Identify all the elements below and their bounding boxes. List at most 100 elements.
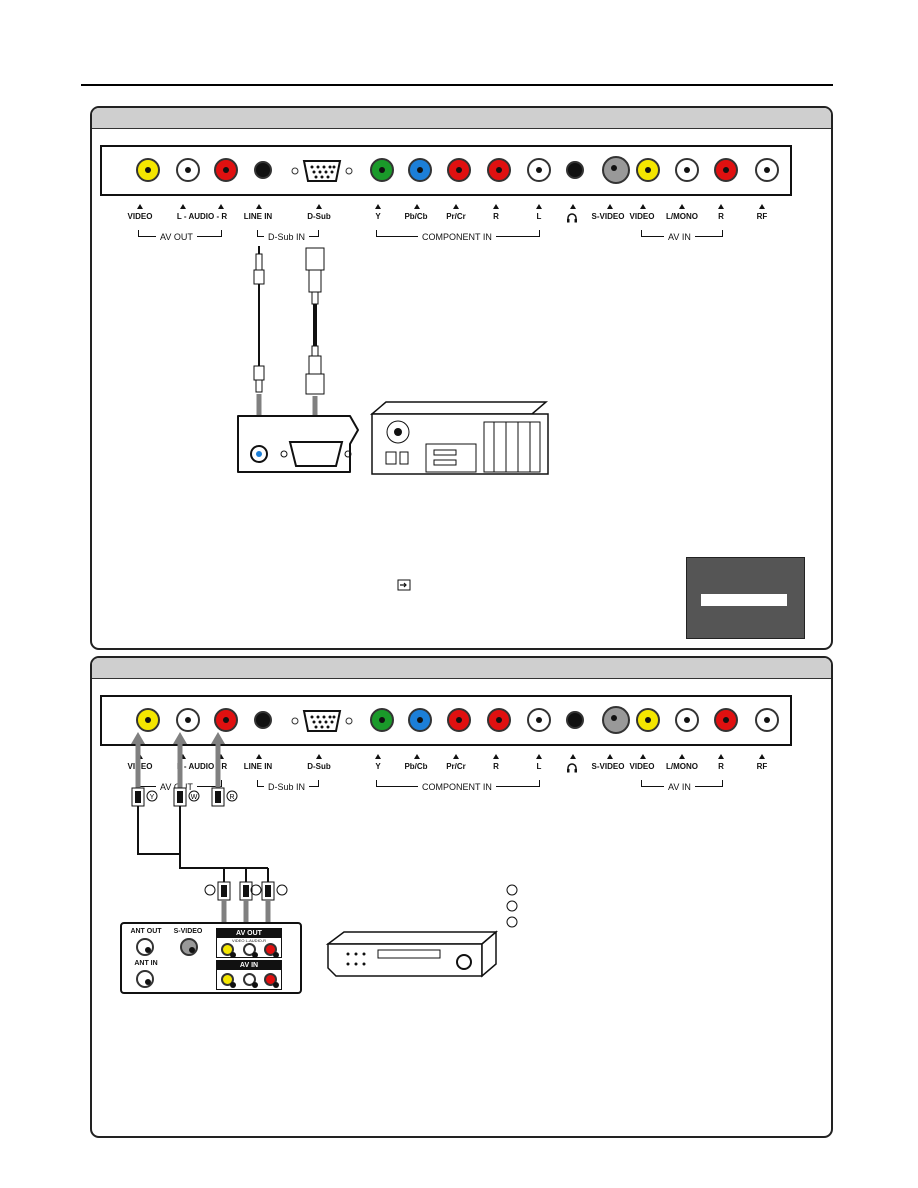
label-l: L	[536, 212, 542, 221]
group-component-in: COMPONENT IN	[418, 782, 496, 792]
label-pb: Pb/Cb	[404, 762, 428, 771]
label-video-out: VIDEO	[127, 212, 153, 221]
connector-strip	[100, 145, 792, 196]
group-dsub-in: D-Sub IN	[264, 232, 310, 242]
label-pb: Pb/Cb	[404, 212, 428, 221]
pc-connection-diagram	[237, 246, 549, 475]
label-dsub: D-Sub	[307, 762, 331, 771]
mark-y: Y	[150, 794, 155, 801]
pc-connection-panel: VIDEO L - AUDIO - R LINE IN D-Sub Y Pb/C…	[90, 106, 833, 650]
ant-out-jack	[136, 938, 154, 956]
group-av-out: AV OUT	[156, 232, 197, 242]
panel-header	[92, 108, 831, 129]
dsub-port-icon	[291, 710, 353, 732]
label-l-mono: L/MONO	[666, 762, 698, 771]
label-audio-out: L - AUDIO - R	[176, 212, 228, 221]
component-pb-jack	[408, 708, 432, 732]
jack-labels: VIDEO L - AUDIO - R LINE IN D-Sub Y Pb/C…	[92, 204, 831, 244]
rf-jack	[755, 158, 779, 182]
audio-r-in-jack	[714, 708, 738, 732]
dsub-port-icon	[291, 160, 353, 182]
label-pr: Pr/Cr	[446, 762, 466, 771]
label-r: R	[493, 212, 499, 221]
s-video-jack	[602, 706, 630, 734]
audio-r-out-jack	[214, 158, 238, 182]
label-line-in: LINE IN	[243, 212, 273, 221]
component-audio-l-jack	[527, 708, 551, 732]
label-s-video: S-VIDEO	[591, 212, 625, 221]
label-r: R	[493, 762, 499, 771]
av-out-block: AV OUT VIDEO L-AUDIO-R	[216, 928, 282, 958]
audio-l-out-jack	[176, 708, 200, 732]
panel-header	[92, 658, 831, 679]
s-video-label: S-VIDEO	[173, 928, 203, 935]
group-dsub-in: D-Sub IN	[264, 782, 310, 792]
label-l: L	[536, 762, 542, 771]
dvd-audio-l-jack	[243, 943, 258, 958]
headphone-icon	[567, 213, 577, 223]
audio-l-in-jack	[675, 708, 699, 732]
av-in-block-label: AV IN	[217, 961, 281, 970]
group-component-in: COMPONENT IN	[418, 232, 496, 242]
dvd-audio-r-jack	[264, 943, 279, 958]
ant-in-label: ANT IN	[134, 960, 158, 967]
input-source-icon	[397, 579, 411, 591]
label-rf: RF	[756, 212, 768, 221]
dvd-audio-l-in-jack	[243, 973, 258, 988]
label-y: Y	[375, 212, 381, 221]
group-av-in: AV IN	[664, 232, 695, 242]
audio-r-in-jack	[714, 158, 738, 182]
group-av-in: AV IN	[664, 782, 695, 792]
label-r-in: R	[718, 762, 724, 771]
video-out-jack	[136, 708, 160, 732]
s-video-out-jack	[180, 938, 198, 956]
label-audio-out: L - AUDIO - R	[176, 762, 228, 771]
label-dsub: D-Sub	[307, 212, 331, 221]
label-y: Y	[375, 762, 381, 771]
audio-r-out-jack	[214, 708, 238, 732]
label-video-in: VIDEO	[629, 762, 655, 771]
group-av-out: AV OUT	[156, 782, 197, 792]
component-pr-jack	[447, 708, 471, 732]
component-y-jack	[370, 708, 394, 732]
ant-out-label: ANT OUT	[130, 928, 162, 935]
label-rf: RF	[756, 762, 768, 771]
component-pr-jack	[447, 158, 471, 182]
headphone-jack	[566, 711, 584, 729]
top-rule	[81, 84, 833, 86]
jack-labels: VIDEO L - AUDIO - R LINE IN D-Sub Y Pb/C…	[92, 754, 831, 794]
source-highlight-bar	[701, 594, 787, 606]
video-in-jack	[636, 708, 660, 732]
component-pb-jack	[408, 158, 432, 182]
video-in-jack	[636, 158, 660, 182]
av-in-block: AV IN	[216, 960, 282, 990]
component-audio-r-jack	[487, 158, 511, 182]
label-s-video: S-VIDEO	[591, 762, 625, 771]
mark-w: W	[191, 794, 198, 801]
device-back-panel: ANT OUT ANT IN S-VIDEO AV OUT VIDEO L-AU…	[120, 922, 302, 994]
av-out-sub-labels: VIDEO L-AUDIO-R	[231, 938, 267, 943]
label-video-in: VIDEO	[629, 212, 655, 221]
label-l-mono: L/MONO	[666, 212, 698, 221]
component-y-jack	[370, 158, 394, 182]
dvd-video-in-jack	[221, 973, 236, 988]
screen-display	[686, 557, 805, 639]
av-out-block-label: AV OUT	[217, 929, 281, 938]
component-audio-r-jack	[487, 708, 511, 732]
line-in-jack	[254, 161, 272, 179]
label-r-in: R	[718, 212, 724, 221]
ant-in-jack	[136, 970, 154, 988]
audio-l-in-jack	[675, 158, 699, 182]
rf-jack	[755, 708, 779, 732]
headphone-jack	[566, 161, 584, 179]
s-video-jack	[602, 156, 630, 184]
dvd-audio-r-in-jack	[264, 973, 279, 988]
dvd-connection-panel: VIDEO L - AUDIO - R LINE IN D-Sub Y Pb/C…	[90, 656, 833, 1138]
line-in-jack	[254, 711, 272, 729]
dvd-video-out-jack	[221, 943, 236, 958]
mark-r: R	[229, 794, 234, 801]
video-out-jack	[136, 158, 160, 182]
label-line-in: LINE IN	[243, 762, 273, 771]
audio-l-out-jack	[176, 158, 200, 182]
label-pr: Pr/Cr	[446, 212, 466, 221]
